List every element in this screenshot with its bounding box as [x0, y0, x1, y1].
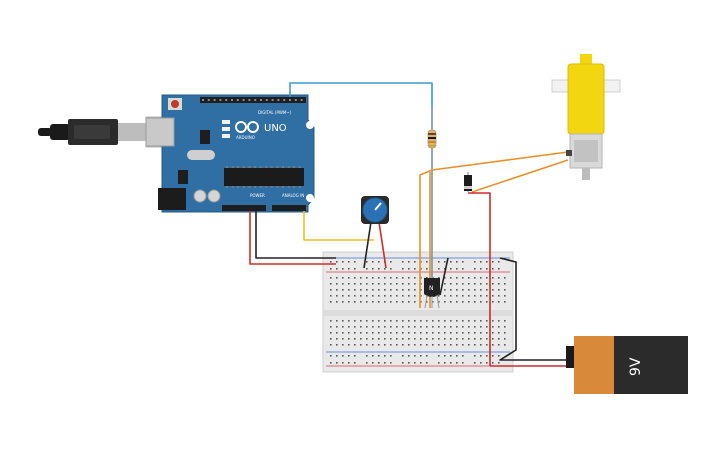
wire-orange-1 [419, 151, 569, 308]
dc-motor [551, 54, 621, 180]
wire-orange-2 [471, 159, 569, 193]
arduino-board: UNO ARDUINO DIGITAL (PWM~) POWER ANALOG … [145, 94, 315, 213]
diode [464, 175, 472, 191]
wire-black-gnd [255, 211, 336, 259]
analog-header-label: ANALOG IN [282, 193, 304, 198]
wires [249, 82, 569, 367]
breadboard [322, 251, 514, 373]
arduino-logo-icon [235, 121, 259, 133]
wire-black-battery [499, 257, 568, 361]
svg-text:N: N [429, 285, 434, 292]
potentiometer [361, 196, 389, 224]
digital-header-label: DIGITAL (PWM~) [258, 110, 292, 115]
board-model-label: UNO [264, 123, 287, 134]
wire-red-5v [249, 211, 336, 265]
resistor [427, 129, 437, 149]
reset-button-icon [171, 100, 179, 108]
wire-red-battery [468, 192, 491, 366]
transistor: N [424, 278, 440, 309]
battery-voltage-label: 9V [628, 357, 644, 376]
battery-9v: 9V [566, 336, 688, 394]
board-brand-label: ARDUINO [236, 135, 255, 140]
power-header-label: POWER [250, 193, 265, 198]
wire-yellow-a0 [303, 211, 374, 241]
